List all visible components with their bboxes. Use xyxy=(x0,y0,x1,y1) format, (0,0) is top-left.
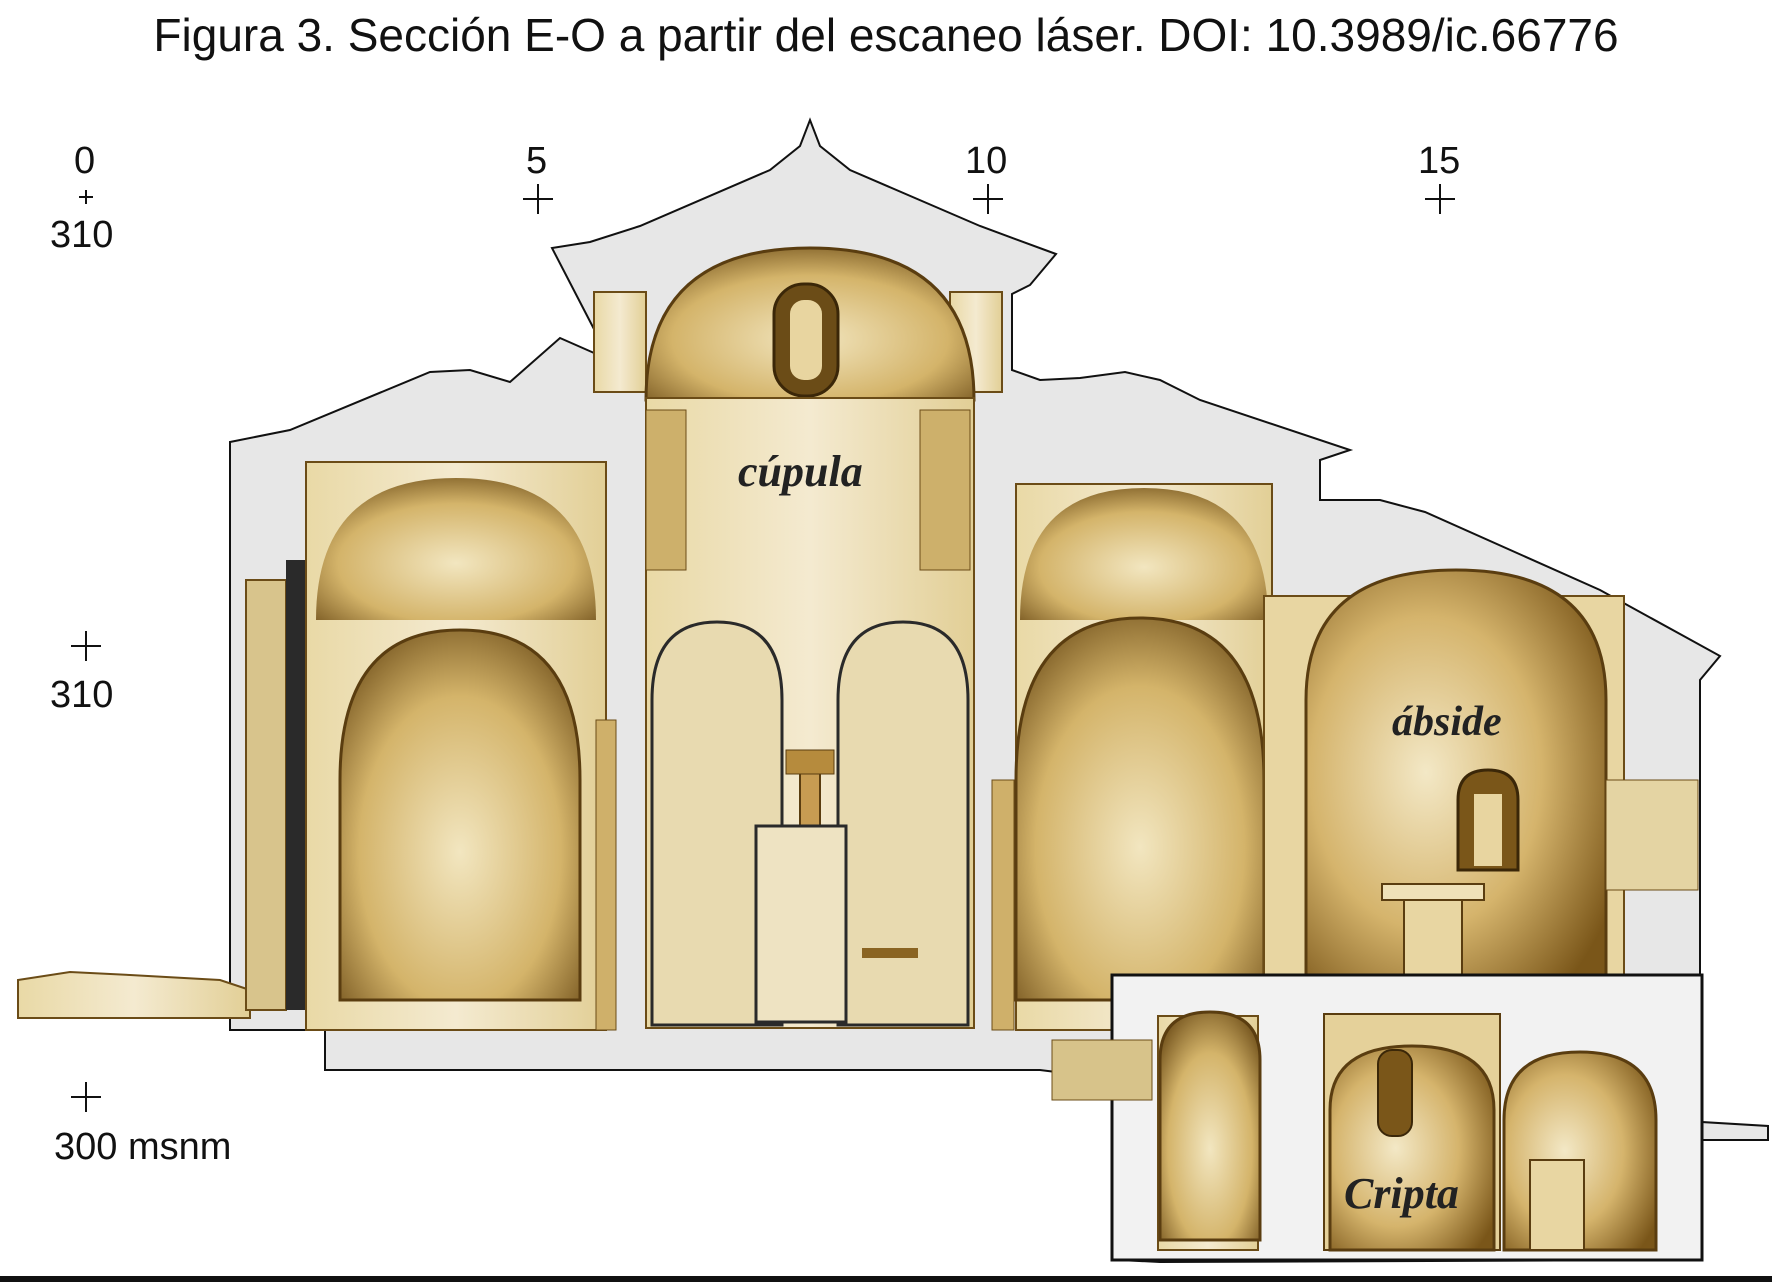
elevation-cross-bottom xyxy=(71,1082,101,1112)
figure-title: Figura 3. Sección E-O a partir del escan… xyxy=(153,9,1619,61)
crypt-center-vault xyxy=(1328,1044,1496,1252)
west-bay-lower-arch xyxy=(338,628,582,1002)
scale-tick-label-5: 5 xyxy=(526,140,548,182)
apse-vault xyxy=(1304,568,1608,977)
scale-tick-label-0: 0 xyxy=(74,140,96,182)
east-bay-pilaster xyxy=(991,779,1015,1031)
crypt-altar xyxy=(1529,1159,1585,1251)
crossing-door xyxy=(754,824,848,1024)
east-outer-wall xyxy=(1605,779,1699,891)
west-buttress xyxy=(245,579,287,1011)
bottom-rule xyxy=(0,1276,1772,1282)
scale-cross-10 xyxy=(973,184,1003,214)
tower-wall-left xyxy=(593,291,647,393)
west-wall-strip xyxy=(286,560,306,1010)
crossing-side-left xyxy=(645,409,687,571)
scale-tick-label-10: 10 xyxy=(965,140,1008,182)
crossing-arch-left xyxy=(650,620,784,1027)
crypt-window xyxy=(1377,1049,1413,1137)
label-cupula: cúpula xyxy=(738,447,863,496)
crossing-arch-right xyxy=(836,620,970,1027)
elevation-cross-mid xyxy=(71,631,101,661)
apse-altar-top xyxy=(1381,883,1485,901)
apse-window-inner xyxy=(1474,794,1502,866)
elevation-label-bottom: 300 msnm xyxy=(54,1126,232,1168)
scale-cross-5 xyxy=(523,184,553,214)
scale-tick-label-15: 15 xyxy=(1418,140,1461,182)
crypt-arch-left xyxy=(1158,1010,1262,1242)
elevation-label-top: 310 xyxy=(50,214,114,256)
west-foundation xyxy=(17,970,251,1019)
scale-cross-15 xyxy=(1425,184,1455,214)
east-bay-lower-arch xyxy=(1014,616,1266,1002)
west-bay-pilaster xyxy=(595,719,617,1031)
crossing-side-right xyxy=(919,409,971,571)
crossing-bench xyxy=(862,948,918,958)
elevation-label-mid: 310 xyxy=(50,674,114,716)
apse-altar-base xyxy=(1403,899,1463,977)
crossing-column-capital xyxy=(785,749,835,775)
label-abside: ábside xyxy=(1392,699,1502,745)
dome-window-inner xyxy=(790,300,822,380)
west-bay-upper-arch xyxy=(316,478,596,620)
east-bay-upper-arch xyxy=(1020,488,1268,620)
label-cripta: Cripta xyxy=(1344,1169,1459,1218)
crypt-side-rubble xyxy=(1051,1039,1153,1101)
scale-cross-0 xyxy=(79,190,93,204)
